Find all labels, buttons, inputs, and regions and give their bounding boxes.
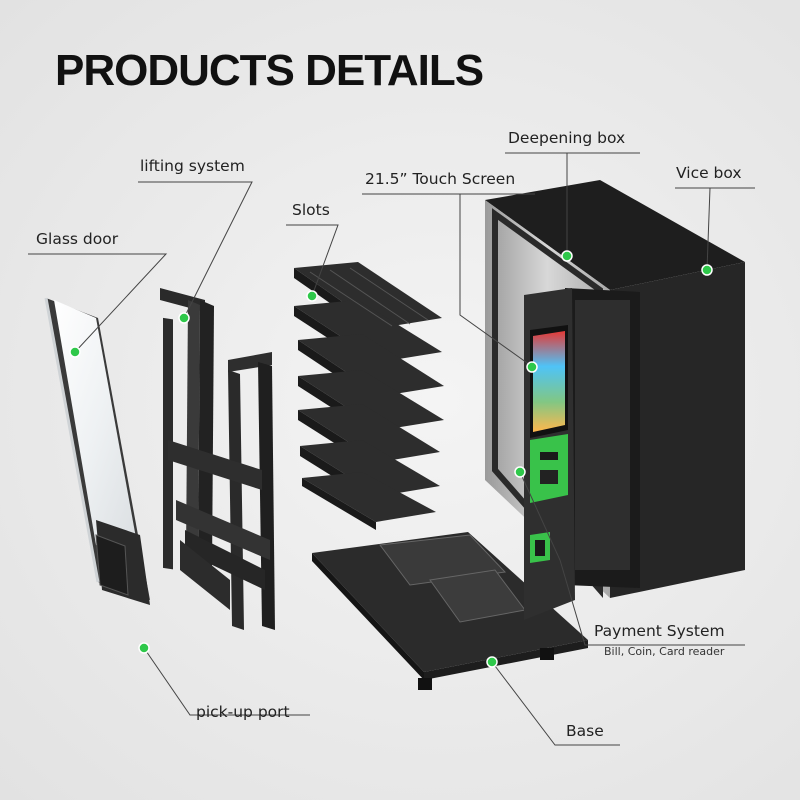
label-lifting-system: lifting system xyxy=(140,157,245,175)
label-deepening-box: Deepening box xyxy=(508,129,626,147)
marker-base xyxy=(486,656,498,668)
label-base: Base xyxy=(566,722,604,740)
label-payment-system: Payment System xyxy=(594,622,725,640)
marker-touch-screen xyxy=(526,361,538,373)
marker-deepening-box xyxy=(561,250,573,262)
touch-screen xyxy=(533,331,565,432)
callout-lines xyxy=(28,152,755,746)
base-plate xyxy=(312,532,588,690)
marker-vice-box xyxy=(701,264,713,276)
payment-module xyxy=(530,434,568,503)
lifting-system xyxy=(160,288,275,630)
marker-lifting-system xyxy=(178,312,190,324)
glass-door xyxy=(44,297,150,605)
label-payment-detail: Bill, Coin, Card reader xyxy=(604,645,725,658)
label-slots: Slots xyxy=(292,201,330,219)
label-pick-up-port: pick-up port xyxy=(196,703,290,721)
page-title: PRODUCTS DETAILS xyxy=(55,46,484,95)
marker-payment-system xyxy=(514,466,526,478)
label-glass-door: Glass door xyxy=(36,230,119,248)
callout-markers xyxy=(69,250,713,668)
marker-slots xyxy=(306,290,318,302)
marker-glass-door xyxy=(69,346,81,358)
label-vice-box: Vice box xyxy=(676,164,742,182)
marker-pick-up-port xyxy=(138,642,150,654)
label-touch-screen: 21.5” Touch Screen xyxy=(365,170,516,188)
tray xyxy=(302,472,436,530)
front-panel xyxy=(524,288,575,620)
slots-stack xyxy=(294,262,444,530)
